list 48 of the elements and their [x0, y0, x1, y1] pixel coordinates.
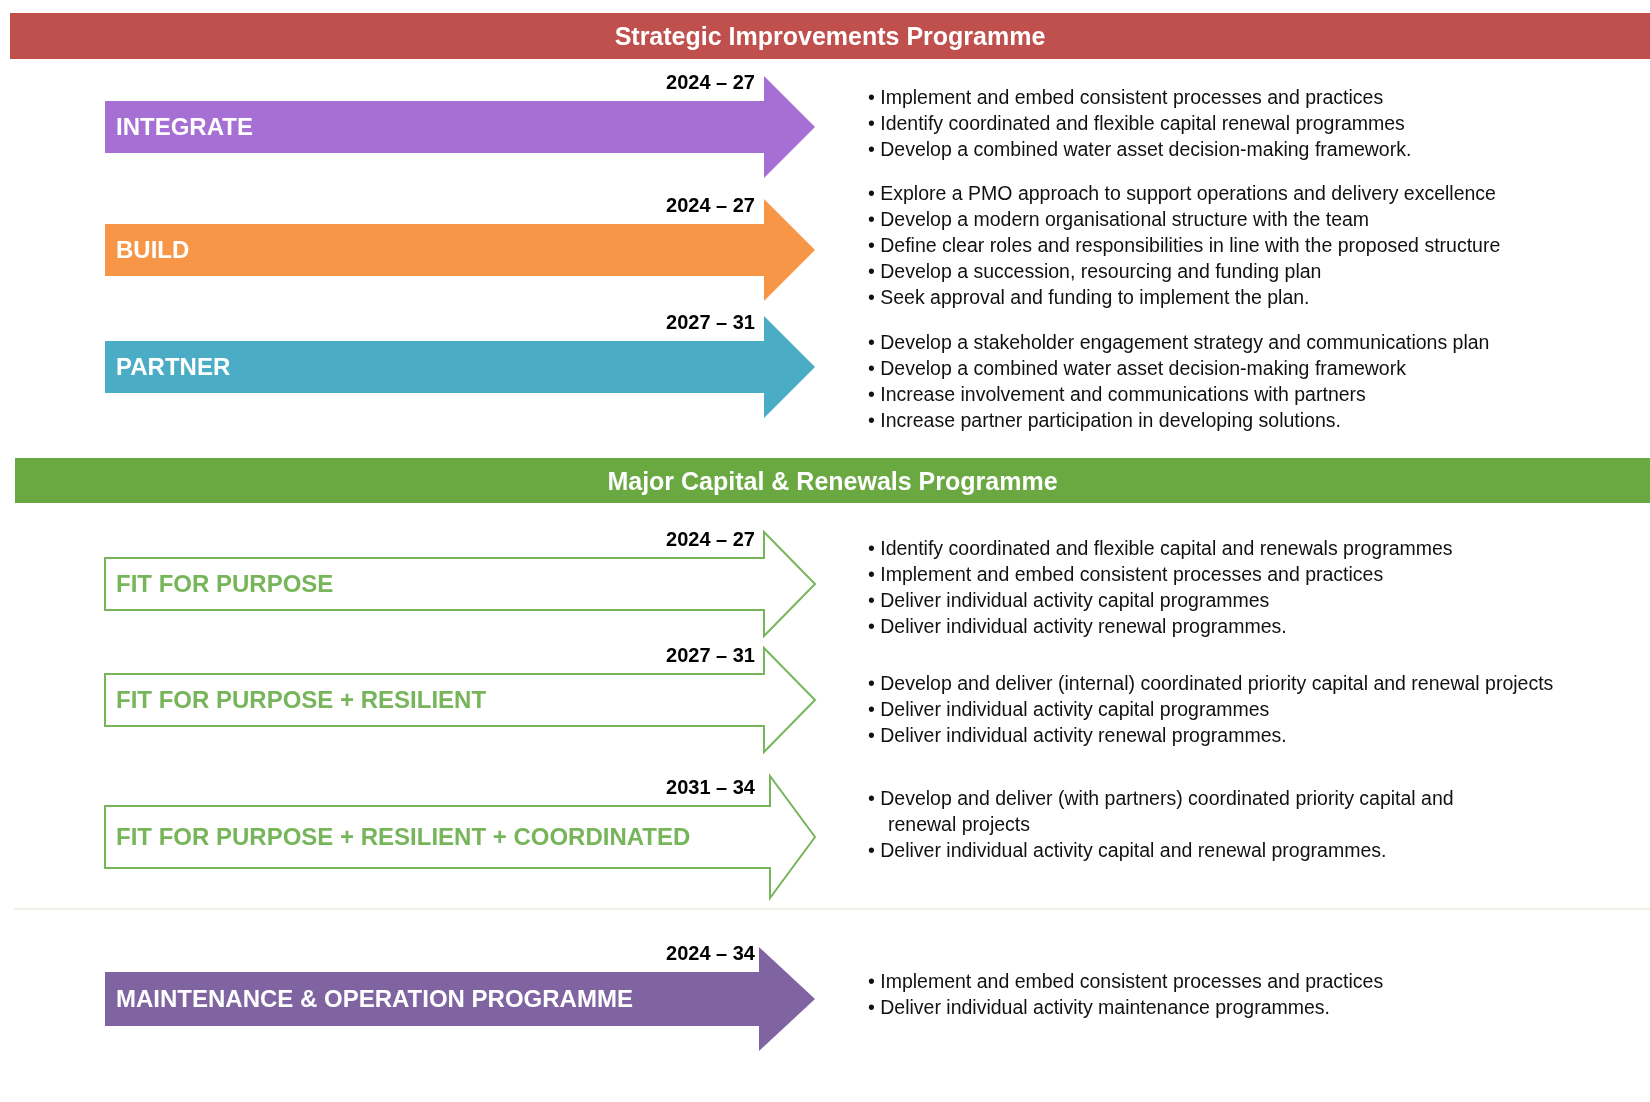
bullet-item: • Identify coordinated and flexible capital and renewals programmes [868, 536, 1453, 561]
arrow-label: PARTNER [116, 353, 231, 381]
bullet-item: • Seek approval and funding to implement the plan. [868, 285, 1311, 310]
bullet-item: • Develop a modern organisational structure with the team [868, 207, 1371, 232]
date-range: 2031 – 34 [665, 776, 755, 799]
bullet-item: • Deliver individual activity capital programmes [868, 588, 1271, 613]
bullet-item: • Develop a stakeholder engagement strategy and communications plan [868, 330, 1490, 355]
bullet-item: • Define clear roles and responsibilities in line with the proposed structure [868, 233, 1501, 258]
arrow-banner [105, 776, 815, 898]
bullet-item: • Explore a PMO approach to support operations and delivery excellence [868, 181, 1497, 206]
date-range: 2027 – 31 [665, 644, 755, 667]
banner-title: Major Capital & Renewals Programme [606, 466, 1059, 495]
arrow-banner [105, 76, 815, 178]
arrow-label: FIT FOR PURPOSE [116, 570, 334, 598]
bullet-item: • Increase involvement and communications with partners [868, 382, 1367, 407]
bullet-item: • Deliver individual activity renewal programmes. [868, 614, 1288, 639]
bullet-item: • Develop a combined water asset decision-making framework. [868, 137, 1412, 162]
bullet-item: • Deliver individual activity capital programmes [868, 697, 1271, 722]
arrow-label: FIT FOR PURPOSE + RESILIENT [116, 686, 487, 714]
arrow-banner [105, 199, 815, 301]
arrow-banner [105, 947, 815, 1051]
bullet-item: • Deliver individual activity maintenance programmes. [868, 995, 1332, 1020]
bullet-item: • Implement and embed consistent processes and practices [868, 85, 1385, 110]
section-banner [10, 13, 1650, 59]
arrow-label: MAINTENANCE & OPERATION PROGRAMME [116, 985, 633, 1013]
arrow-label: BUILD [116, 236, 190, 264]
arrow-banner [105, 532, 815, 636]
arrow-banner [105, 648, 815, 752]
bullet-item: • Implement and embed consistent processes and practices [868, 969, 1384, 994]
bullet-item: • Implement and embed consistent processes and practices [868, 562, 1385, 587]
bullet-item: • Develop a succession, resourcing and funding plan [868, 259, 1323, 284]
section-banner [15, 458, 1650, 503]
bullet-item: • Develop a combined water asset decision-making framework [868, 356, 1407, 381]
arrow-banner [105, 316, 815, 418]
date-range: 2024 – 27 [665, 528, 755, 551]
date-range: 2027 – 31 [665, 311, 755, 334]
arrow-label: FIT FOR PURPOSE + RESILIENT + COORDINATED [116, 823, 691, 851]
date-range: 2024 – 34 [665, 942, 755, 965]
banner-title: Strategic Improvements Programme [613, 21, 1047, 51]
bullet-item: • Identify coordinated and flexible capital renewal programmes [868, 111, 1406, 136]
date-range: 2024 – 27 [665, 194, 755, 217]
bullet-item: • Deliver individual activity capital and renewal programmes. [868, 838, 1388, 863]
bullet-item: • Deliver individual activity renewal programmes. [868, 723, 1288, 748]
bullet-item: • Increase partner participation in developing solutions. [868, 408, 1342, 433]
arrow-label: INTEGRATE [116, 113, 253, 141]
bullet-item: • Develop and deliver (with partners) coordinated priority capital and renewal projects [868, 786, 1455, 837]
date-range: 2024 – 27 [665, 71, 755, 94]
bullet-item: • Develop and deliver (internal) coordinated priority capital and renewal projects [868, 671, 1554, 696]
